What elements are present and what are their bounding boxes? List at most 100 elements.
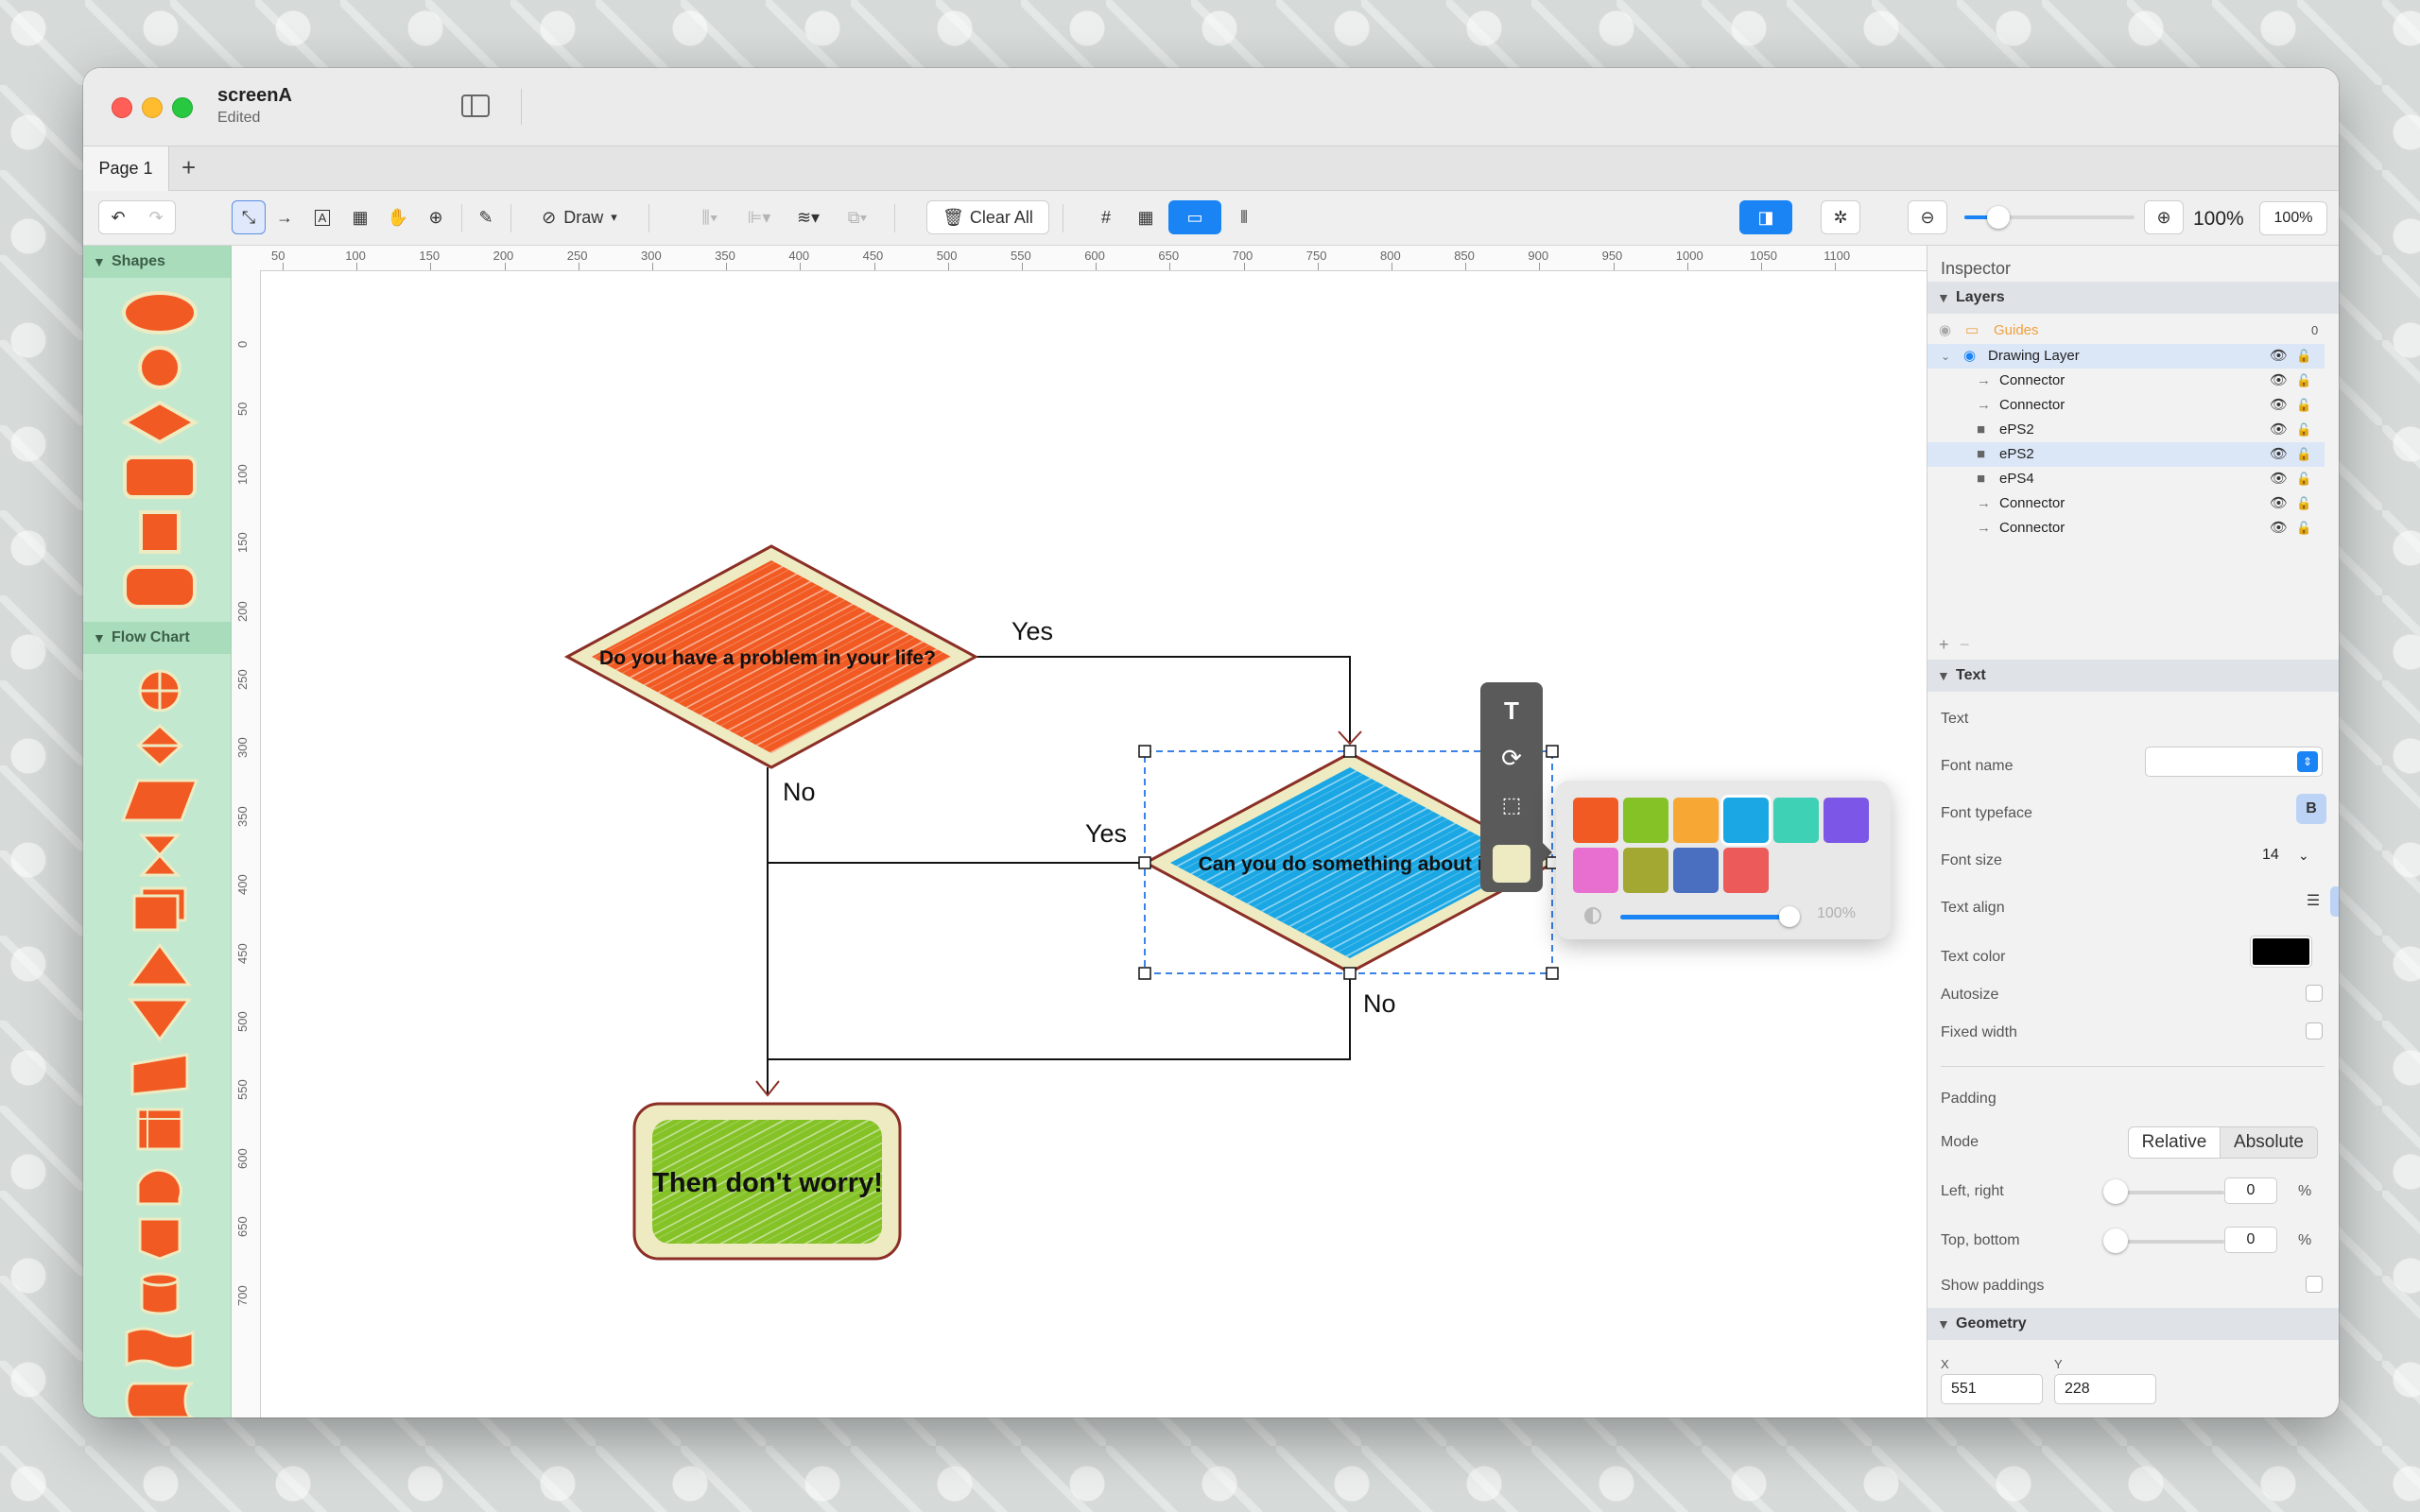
selection-frame-icon[interactable]: ⬚ — [1501, 793, 1522, 816]
left-right-field[interactable]: 0 — [2224, 1177, 2277, 1204]
color-swatch[interactable] — [1573, 798, 1618, 843]
library-flow-punched-tape[interactable] — [121, 1325, 199, 1372]
zoom-out-icon[interactable]: ⊖ — [1908, 200, 1947, 234]
align-center-icon[interactable]: ≡ — [2330, 886, 2339, 917]
library-flow-off-page[interactable] — [121, 1215, 199, 1263]
library-shape-rounded-rect[interactable] — [121, 454, 199, 501]
zoom-in-icon[interactable]: ⊕ — [2144, 200, 2184, 234]
edit-text-icon[interactable]: T — [1504, 696, 1519, 725]
geometry-section-header[interactable]: ▼ Geometry — [1927, 1308, 2339, 1340]
eyedropper-icon[interactable]: ✎ — [478, 207, 493, 227]
tab-page-1[interactable]: Page 1 — [83, 146, 169, 191]
top-bottom-slider[interactable] — [2117, 1240, 2224, 1244]
unlock-icon[interactable]: 🔓 — [2296, 422, 2312, 437]
color-swatch[interactable] — [1623, 798, 1668, 843]
eye-icon[interactable]: 👁 — [2270, 348, 2289, 364]
library-flow-database[interactable] — [121, 1270, 199, 1317]
layer-row[interactable]: →Connector👁🔓 — [1927, 393, 2325, 418]
draw-style-dropdown[interactable]: ⊘ Draw ▾ — [520, 200, 639, 234]
text-color-well[interactable] — [2251, 936, 2311, 967]
shapes-section-header[interactable]: ▼ Shapes — [83, 246, 231, 278]
align-left-icon[interactable]: ☰ — [2306, 893, 2321, 909]
sidebar-toggle-icon[interactable] — [461, 94, 490, 117]
fill-color-swatch[interactable] — [1493, 845, 1530, 883]
minimize-window-button[interactable] — [142, 97, 163, 118]
hidden-eye-icon[interactable]: ◉ — [1939, 322, 1952, 338]
debug-icon[interactable]: ✲ — [1821, 200, 1860, 234]
library-flow-sort[interactable] — [121, 722, 199, 769]
library-flow-multi-document[interactable] — [121, 886, 199, 934]
library-shape-diamond[interactable] — [121, 399, 199, 446]
layer-row[interactable]: ■ePS2👁🔓 — [1927, 418, 2325, 442]
snap-grid-icon[interactable]: # — [1100, 207, 1111, 227]
show-paddings-checkbox[interactable] — [2306, 1276, 2323, 1293]
unlock-icon[interactable]: 🔓 — [2296, 496, 2312, 510]
library-shape-circle[interactable] — [121, 344, 199, 391]
remove-layer-button[interactable]: − — [1960, 635, 1970, 654]
layer-row-drawing-layer[interactable]: ⌄ ◉ Drawing Layer 👁 🔓 — [1927, 344, 2325, 369]
color-swatch[interactable] — [1824, 798, 1869, 843]
add-page-button[interactable]: + — [182, 153, 197, 181]
redo-icon[interactable]: ↷ — [148, 207, 164, 227]
color-swatch[interactable] — [1723, 848, 1769, 893]
rotate-icon[interactable]: ⟳ — [1501, 743, 1522, 772]
eye-icon[interactable]: 👁 — [2270, 446, 2289, 462]
undo-icon[interactable]: ↶ — [111, 207, 126, 227]
drawing-canvas[interactable]: Do you have a problem in your life? Can … — [261, 271, 2009, 1418]
guides-icon[interactable]: ⫴ — [1240, 207, 1248, 227]
connector-yes-1[interactable] — [976, 656, 1351, 742]
library-flow-summing-junction[interactable] — [121, 667, 199, 714]
layer-row-guides[interactable]: ◉ ▭ Guides 0 — [1927, 318, 2325, 343]
layer-row[interactable]: ■ePS4👁🔓 — [1927, 467, 2325, 491]
library-shape-ellipse[interactable] — [121, 289, 199, 336]
absolute-mode-button[interactable]: Absolute — [2221, 1127, 2317, 1158]
color-swatch[interactable] — [1573, 848, 1618, 893]
layer-row[interactable]: →Connector👁🔓 — [1927, 516, 2325, 541]
italic-button[interactable]: I — [2326, 794, 2339, 824]
autosize-checkbox[interactable] — [2306, 985, 2323, 1002]
x-field[interactable]: 551 — [1941, 1374, 2043, 1404]
zoom-slider-knob[interactable] — [1987, 206, 2010, 229]
unlock-icon[interactable]: 🔓 — [2296, 349, 2312, 363]
library-flow-internal-storage[interactable] — [121, 1106, 199, 1153]
close-window-button[interactable] — [112, 97, 132, 118]
flow-chart-section-header[interactable]: ▼ Flow Chart — [83, 622, 231, 654]
font-size-select[interactable]: 14 ⌄ — [2249, 841, 2325, 869]
zoom-slider[interactable] — [1964, 206, 2135, 229]
connector-no-2[interactable] — [768, 971, 1351, 1060]
library-flow-delay[interactable] — [121, 1160, 199, 1208]
clear-all-button[interactable]: 🗑 Clear All — [926, 200, 1049, 234]
eye-icon[interactable]: 👁 — [2270, 495, 2289, 511]
layers-section-header[interactable]: ▼ Layers — [1927, 282, 2339, 314]
bold-button[interactable]: B — [2296, 794, 2326, 824]
add-layer-button[interactable]: + — [1939, 635, 1949, 654]
text-tool-icon[interactable]: A — [307, 200, 337, 234]
rulers-toggle-icon[interactable]: ▭ — [1168, 200, 1221, 234]
font-name-select[interactable]: ⇕ — [2145, 747, 2323, 777]
unlock-icon[interactable]: 🔓 — [2296, 373, 2312, 387]
color-swatch[interactable] — [1673, 848, 1719, 893]
eye-icon[interactable]: 👁 — [2270, 421, 2289, 438]
chevron-down-icon[interactable]: ⌄ — [1941, 350, 1951, 363]
library-shape-rounded-rect-large[interactable] — [121, 563, 199, 610]
relative-mode-button[interactable]: Relative — [2129, 1127, 2221, 1158]
eye-icon[interactable]: 👁 — [2270, 471, 2289, 487]
opacity-slider[interactable] — [1620, 915, 1787, 919]
unlock-icon[interactable]: 🔓 — [2296, 472, 2312, 486]
selection-handles[interactable] — [1138, 745, 1559, 980]
text-section-header[interactable]: ▼ Text — [1927, 660, 2339, 692]
color-swatch[interactable] — [1673, 798, 1719, 843]
opacity-slider-knob[interactable] — [1779, 906, 1800, 927]
decision-shape-2[interactable] — [1142, 751, 1558, 974]
library-flow-data[interactable] — [121, 777, 199, 824]
y-field[interactable]: 228 — [2054, 1374, 2156, 1404]
top-bottom-field[interactable]: 0 — [2224, 1227, 2277, 1253]
show-grid-icon[interactable]: ▦ — [1137, 207, 1154, 227]
library-flow-manual-input[interactable] — [121, 1051, 199, 1098]
inspector-toggle-icon[interactable]: ◨ — [1739, 200, 1792, 234]
unlock-icon[interactable]: 🔓 — [2296, 447, 2312, 461]
arrange-layers-icon[interactable]: ≋▾ — [796, 207, 821, 227]
distribute-icon[interactable]: ⫼▾ — [701, 207, 718, 227]
left-right-slider-knob[interactable] — [2103, 1179, 2128, 1204]
library-flow-stored-data[interactable] — [121, 1380, 199, 1418]
